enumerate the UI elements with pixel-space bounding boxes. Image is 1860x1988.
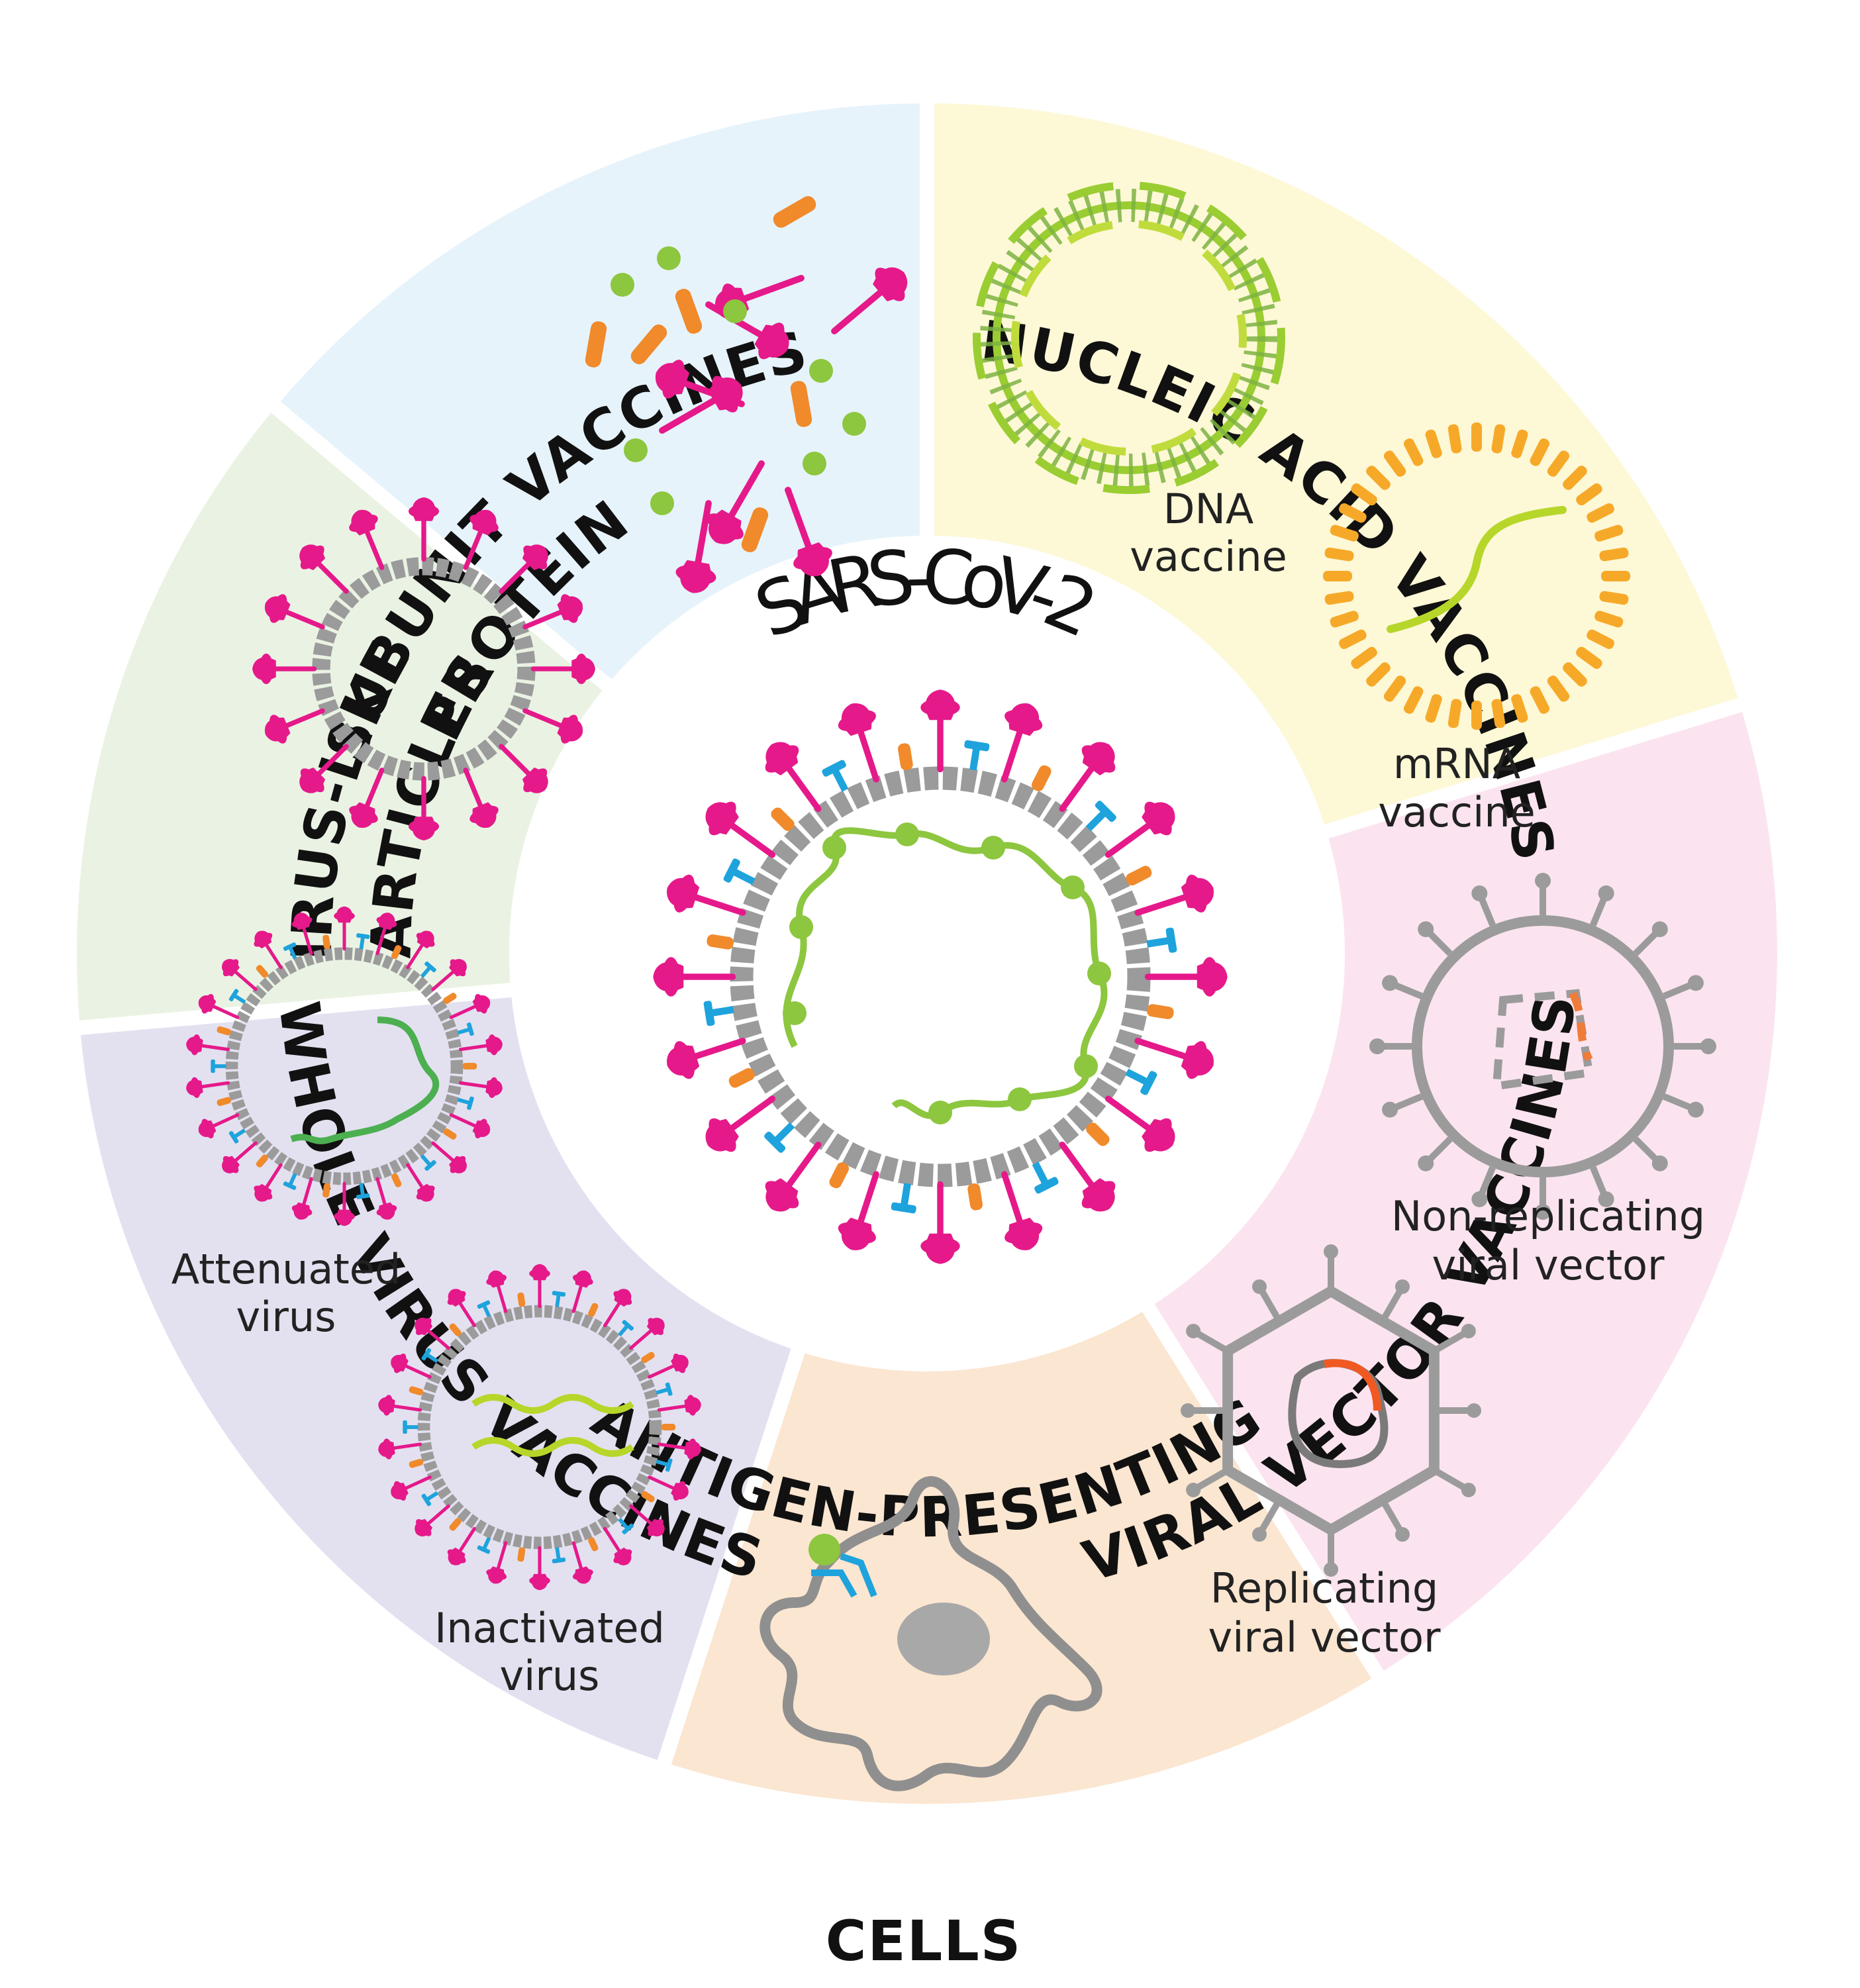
replicating-vector-icon: [1181, 1244, 1481, 1577]
sars-cov-2-virus-icon: [653, 689, 1228, 1264]
dendritic-cell-icon: [759, 1476, 1102, 1791]
replicating-label-1: Replicating: [1210, 1564, 1439, 1613]
mrna-vaccine-label-1: mRNA: [1393, 740, 1520, 788]
inactivated-label-2: virus: [499, 1652, 599, 1700]
non-replicating-label-2: viral vector: [1432, 1241, 1665, 1289]
svg-text:CELLS: CELLS: [826, 1909, 1022, 1973]
attenuated-label-1: Attenuated: [171, 1245, 401, 1293]
dna-vaccine-label-2: vaccine: [1130, 532, 1287, 581]
attenuated-label-2: virus: [236, 1293, 336, 1341]
replicating-label-2: viral vector: [1208, 1613, 1442, 1662]
center-disc: [516, 543, 1338, 1364]
dna-plasmid-icon: [973, 181, 1285, 494]
non-replicating-vector-icon: [1369, 873, 1716, 1220]
mrna-lipid-nanoparticle-icon: [1323, 422, 1630, 730]
dna-vaccine-label-1: DNA: [1163, 485, 1254, 533]
virus-like-particle-icon: [252, 497, 595, 840]
non-replicating-label-1: Non-replicating: [1391, 1192, 1705, 1240]
mrna-vaccine-label-2: vaccine: [1378, 788, 1536, 836]
protein-subunit-illustration: [585, 196, 908, 593]
inactivated-label-1: Inactivated: [434, 1604, 665, 1652]
attenuated-virus-icon: [186, 906, 503, 1226]
inactivated-virus-icon: [378, 1264, 701, 1591]
